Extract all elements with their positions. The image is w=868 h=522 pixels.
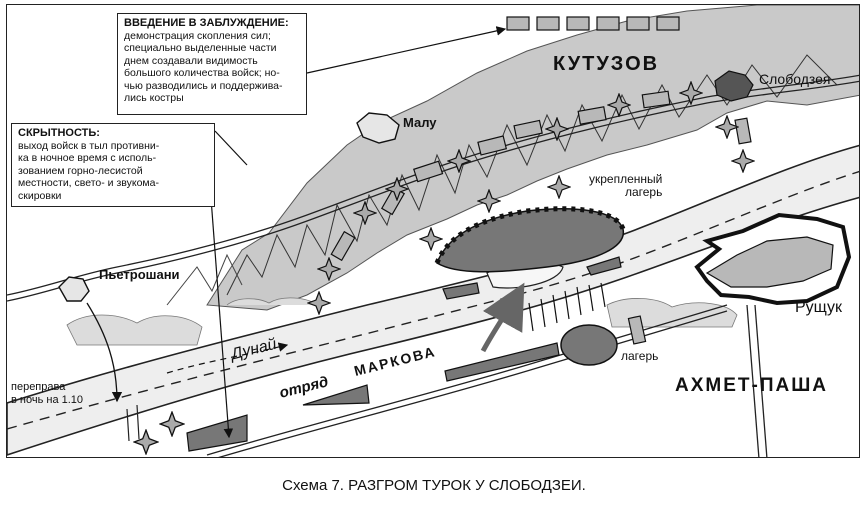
slobodzeya-settlement (714, 70, 754, 102)
label-crossing: переправа в ночь на 1.10 (11, 381, 84, 406)
map-canvas (7, 5, 859, 457)
stealth-title: СКРЫТНОСТЬ: (18, 127, 100, 139)
russian-flank-march (330, 16, 752, 262)
stealth-callout: СКРЫТНОСТЬ: выход войск в тыл противни- … (11, 123, 215, 207)
misdirection-title: ВВЕДЕНИЕ В ЗАБЛУЖДЕНИЕ: (124, 17, 289, 29)
fortified-camp (434, 206, 626, 273)
label-fortified-camp: укрепленный лагерь (589, 172, 663, 199)
barrage-marks (528, 282, 606, 332)
label-kutuzov: КУТУЗОВ (553, 53, 660, 75)
ruschuk-fortress (694, 212, 852, 306)
label-malu: Малу (403, 115, 437, 130)
scheme-caption: Схема 7. РАЗГРОМ ТУРОК У СЛОБОДЗЕИ. (282, 477, 586, 494)
akhmet-camp (560, 324, 618, 366)
label-slobodzeya: Слободзея (759, 71, 831, 87)
markov-detachment (186, 256, 622, 452)
stealth-text: выход войск в тыл противни- ка в ночное … (18, 139, 160, 202)
akhmet-camp-unit (627, 315, 647, 345)
label-petroshani: Пьетрошани (99, 267, 180, 282)
label-camp: лагерь (621, 349, 659, 363)
label-akhmet-pasha: АХМЕТ-ПАША (675, 375, 829, 396)
petroshani-settlement (58, 276, 90, 302)
misdirection-text: демонстрация скопления сил; специально в… (124, 29, 283, 105)
misdirection-callout: ВВЕДЕНИЕ В ЗАБЛУЖДЕНИЕ: демонстрация ско… (117, 13, 307, 115)
label-ruschuk: Рущук (795, 299, 843, 316)
malu-settlement (356, 112, 400, 144)
battle-scheme: ВВЕДЕНИЕ В ЗАБЛУЖДЕНИЕ: демонстрация ско… (6, 4, 860, 458)
